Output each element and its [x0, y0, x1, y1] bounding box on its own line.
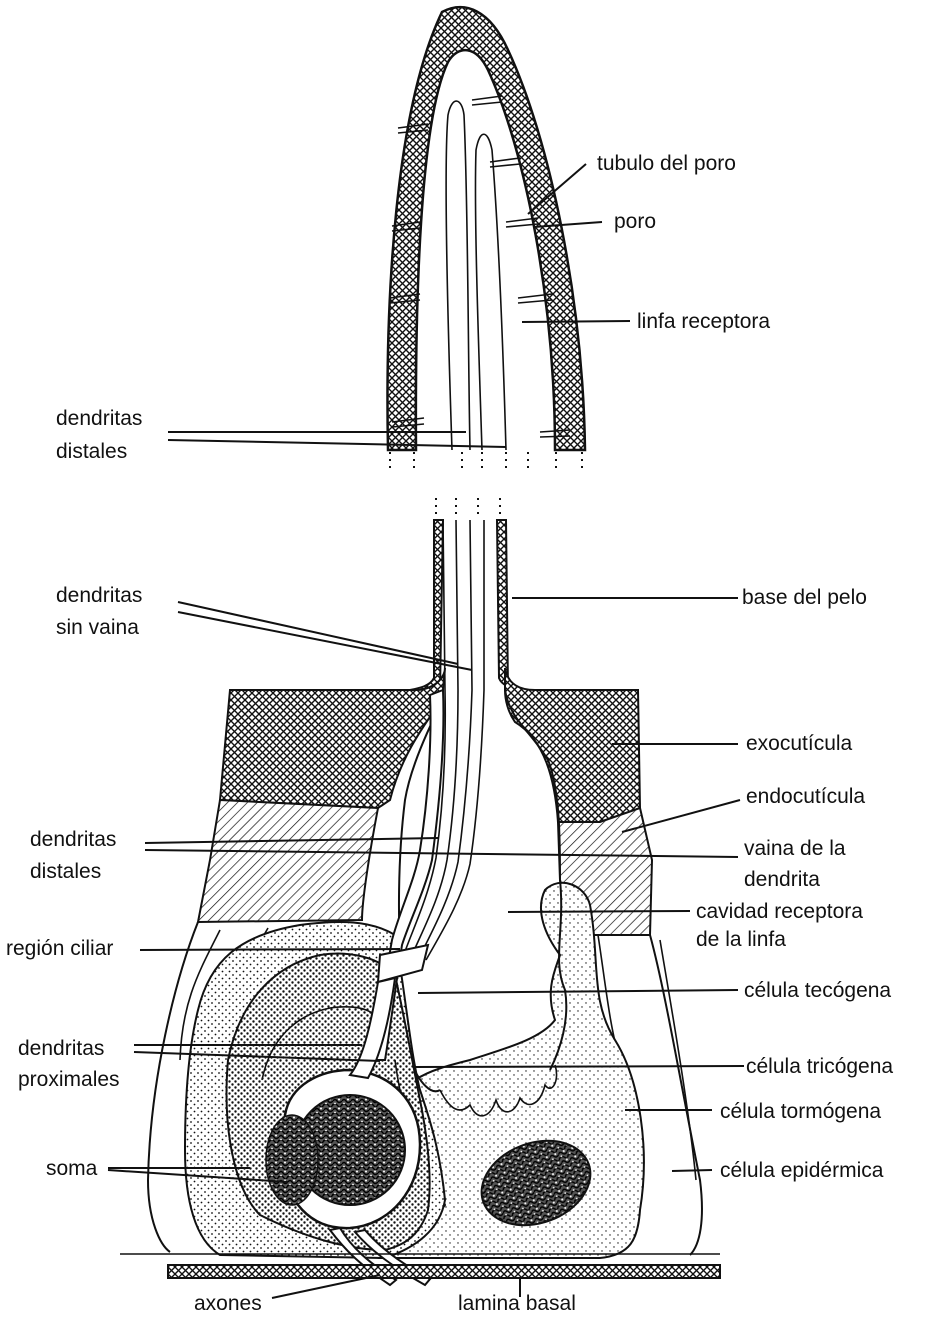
label-dendritas-sin-vaina-2: sin vaina: [56, 616, 139, 639]
label-tubulo-poro: tubulo del poro: [597, 152, 736, 175]
label-celula-tormogena: célula tormógena: [720, 1100, 881, 1123]
label-dendritas-sin-vaina-1: dendritas: [56, 584, 142, 607]
label-celula-tricogena: célula tricógena: [746, 1055, 893, 1078]
label-exocuticula: exocutícula: [746, 732, 853, 755]
label-soma: soma: [46, 1157, 98, 1180]
label-lamina-basal: lamina basal: [458, 1292, 576, 1315]
socket-section: [120, 520, 720, 1285]
label-poro: poro: [614, 210, 656, 233]
label-dendritas-distales-mid-1: dendritas: [30, 828, 116, 851]
label-linfa-receptora: linfa receptora: [637, 310, 770, 333]
label-cavidad-receptora-2: de la linfa: [696, 928, 786, 951]
label-dendritas-distales-mid-2: distales: [30, 860, 101, 883]
exocuticle-layer: [220, 668, 445, 808]
label-dendritas-proximales-2: proximales: [18, 1068, 120, 1091]
label-dendritas-proximales-1: dendritas: [18, 1037, 104, 1060]
label-vaina-dendrita-2: dendrita: [744, 868, 820, 891]
label-region-ciliar: región ciliar: [6, 937, 113, 960]
label-dendritas-distales-top-1: dendritas: [56, 407, 142, 430]
label-celula-epidermica: célula epidérmica: [720, 1159, 884, 1182]
shaft-break-top: [390, 452, 582, 516]
label-dendritas-distales-top-2: distales: [56, 440, 127, 463]
label-cavidad-receptora-1: cavidad receptora: [696, 900, 863, 923]
label-endocuticula: endocutícula: [746, 785, 865, 808]
label-base-pelo: base del pelo: [742, 586, 867, 609]
basal-lamina: [168, 1265, 720, 1278]
label-vaina-dendrita-1: vaina de la: [744, 837, 846, 860]
hair-shaft-tip: [388, 7, 585, 516]
hair-base-left-wall: [410, 520, 443, 690]
distal-dendrites-upper: [446, 101, 506, 450]
soma-secondary-nucleus: [266, 1115, 318, 1205]
hair-base-right-wall: [497, 520, 520, 690]
label-celula-tecogena: célula tecógena: [744, 979, 891, 1002]
label-axones: axones: [194, 1292, 262, 1315]
endocuticle-layer: [198, 800, 378, 922]
epidermal-cell-right: [650, 935, 702, 1255]
